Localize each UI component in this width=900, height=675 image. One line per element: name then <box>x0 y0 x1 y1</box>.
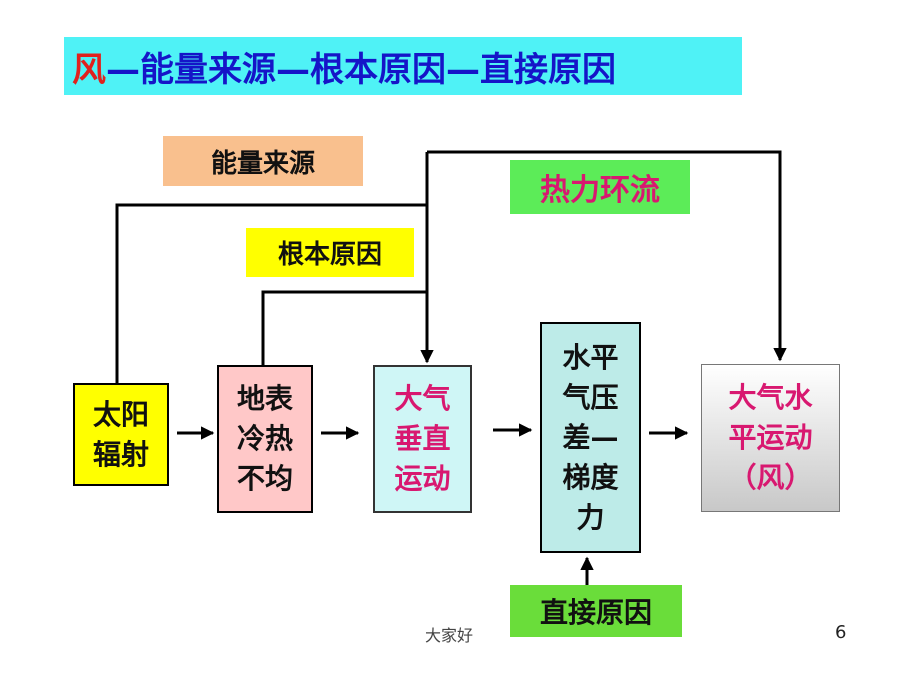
thermal-circulation-label: 热力环流 <box>510 160 690 214</box>
energy-source-line <box>115 203 427 383</box>
root-cause-line <box>261 290 427 365</box>
title-rest: —能量来源—根本原因—直接原因 <box>106 49 616 90</box>
page-number: 6 <box>835 622 847 643</box>
page-title: 风 —能量来源—根本原因—直接原因 <box>64 37 742 95</box>
title-wind: 风 <box>72 49 106 90</box>
solar-radiation-box: 太阳 辐射 <box>73 383 169 486</box>
thermal-circulation-arrow <box>427 150 787 362</box>
horizontal-air-motion-box: 大气水 平运动 （风） <box>701 364 840 512</box>
direct-cause-label: 直接原因 <box>510 585 682 637</box>
pressure-gradient-force-box: 水平 气压 差— 梯度 力 <box>540 322 641 553</box>
vertical-air-motion-box: 大气 垂直 运动 <box>373 365 472 513</box>
root-cause-label: 根本原因 <box>246 228 414 277</box>
footer-caption: 大家好 <box>425 626 474 645</box>
surface-uneven-heating-box: 地表 冷热 不均 <box>217 365 313 513</box>
energy-source-label: 能量来源 <box>163 136 363 186</box>
